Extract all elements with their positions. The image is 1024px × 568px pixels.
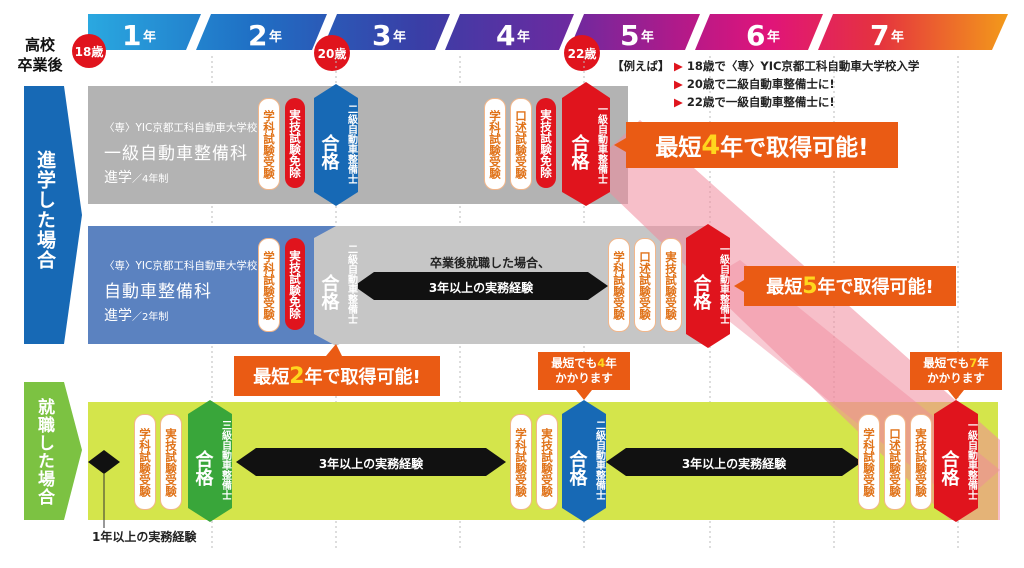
age-20-badge: 20歳	[314, 35, 350, 71]
example-line-1: ▶ 18歳で〈専〉YIC京都工科自動車大学校入学	[674, 59, 920, 73]
year-1: 1	[122, 19, 141, 52]
example-title: 【例えば】	[612, 59, 670, 73]
arrow-employ-left	[88, 450, 120, 474]
work-after-label: 卒業後就職した場合、	[429, 256, 550, 270]
arrow-employ-2	[606, 448, 862, 476]
pointer-min7	[948, 390, 964, 400]
year-5: 5	[620, 19, 639, 52]
pill-r1-menjo: 実技試験免除	[285, 98, 305, 188]
svg-text:年: 年	[891, 29, 904, 45]
age-22-badge: 22歳	[564, 35, 600, 71]
year-7: 7	[870, 19, 889, 52]
pill-r3c-koujutsu: 口述試験受験	[884, 414, 906, 510]
arrow-course2-exp-label: 3年以上の実務経験	[428, 281, 534, 295]
badge-r3-level2-text: 合格 二級自動車整備士	[566, 420, 605, 500]
pill-r3-gakka: 学科試験受験	[134, 414, 156, 510]
tab-progress	[24, 86, 82, 344]
pill-r1b-menjo: 実技試験免除	[536, 98, 556, 188]
callout-min7years: 最短でも7年 かかります	[910, 352, 1002, 390]
callout-min4years: 最短でも4年 かかります	[538, 352, 630, 390]
label-progress: 進学した場合	[34, 150, 56, 270]
pill-r3b-gakka: 学科試験受験	[510, 414, 532, 510]
graduate-label: 高校 卒業後	[17, 36, 63, 74]
badge-r2-level2-text: 合格 二級自動車整備士	[318, 244, 357, 324]
age-18-badge: 18歳	[72, 34, 106, 68]
badge-r3-level1	[934, 400, 978, 522]
badge-r2-level2	[314, 226, 358, 346]
arrow-course2-exp	[354, 272, 608, 300]
arrow-employ-1-label: 3年以上の実務経験	[318, 457, 424, 471]
svg-text:年: 年	[767, 29, 780, 45]
pill-r3-jitsugi: 実技試験受験	[160, 414, 182, 510]
pill-r1b-gakka: 学科試験受験	[484, 98, 506, 190]
course2-info: 〈専〉YIC京都工科自動車大学校 自動車整備科 進学／2年制	[104, 260, 258, 324]
badge-r1-level1-text: 合格 一級自動車整備士	[568, 104, 607, 184]
badge-r2-level1-text: 合格 一級自動車整備士	[690, 244, 729, 324]
label-employ: 就職した場合	[34, 398, 54, 506]
example-line-3: ▶ 22歳で一級自動車整備士に!	[674, 95, 835, 109]
exp1-label: 1年以上の実務経験	[92, 530, 197, 544]
badge-r3-level3	[188, 400, 232, 522]
pill-r3c-gakka: 学科試験受験	[858, 414, 880, 510]
pill-r2-gakka: 学科試験受験	[258, 238, 280, 332]
year-dividers	[186, 14, 833, 50]
svg-text:年: 年	[393, 29, 406, 45]
pointer-5years	[734, 280, 744, 292]
badge-r1-level2-text: 合格 二級自動車整備士	[318, 104, 357, 184]
course1-info: 〈専〉YIC京都工科自動車大学校 一級自動車整備科 進学／4年制	[104, 122, 258, 186]
pointer-4years	[614, 138, 626, 152]
badge-r3-level3-text: 合格 三級自動車整備士	[192, 420, 231, 500]
badge-r1-level2	[314, 84, 358, 206]
tab-employ	[24, 382, 82, 520]
svg-text:年: 年	[143, 29, 156, 45]
badge-r3-level1-text: 合格 一級自動車整備士	[938, 420, 977, 500]
pill-r2b-gakka: 学科試験受験	[608, 238, 630, 332]
year-3: 3	[372, 19, 391, 52]
pill-r2-menjo: 実技試験免除	[285, 238, 305, 330]
arrow-employ-2-label: 3年以上の実務経験	[681, 457, 787, 471]
year-4: 4	[496, 19, 515, 52]
badge-r3-level2	[562, 400, 606, 522]
pill-r1-gakka: 学科試験受験	[258, 98, 280, 190]
pill-r1b-koujutsu: 口述試験受験	[510, 98, 532, 190]
pill-r2b-jitsugi: 実技試験受験	[660, 238, 682, 332]
pill-r2b-koujutsu: 口述試験受験	[634, 238, 656, 332]
year-2: 2	[248, 19, 267, 52]
badge-r2-level1	[686, 224, 730, 348]
pointer-min4	[576, 390, 592, 400]
arrow-employ-1	[236, 448, 506, 476]
svg-text:年: 年	[269, 29, 282, 45]
svg-text:年: 年	[641, 29, 654, 45]
badge-r1-level1	[562, 82, 610, 206]
pill-r3c-jitsugi: 実技試験受験	[910, 414, 932, 510]
pointer-2years	[326, 344, 342, 356]
svg-text:年: 年	[517, 29, 530, 45]
pill-r3b-jitsugi: 実技試験受験	[536, 414, 558, 510]
example-line-2: ▶ 20歳で二級自動車整備士に!	[674, 77, 835, 91]
year-6: 6	[746, 19, 765, 52]
